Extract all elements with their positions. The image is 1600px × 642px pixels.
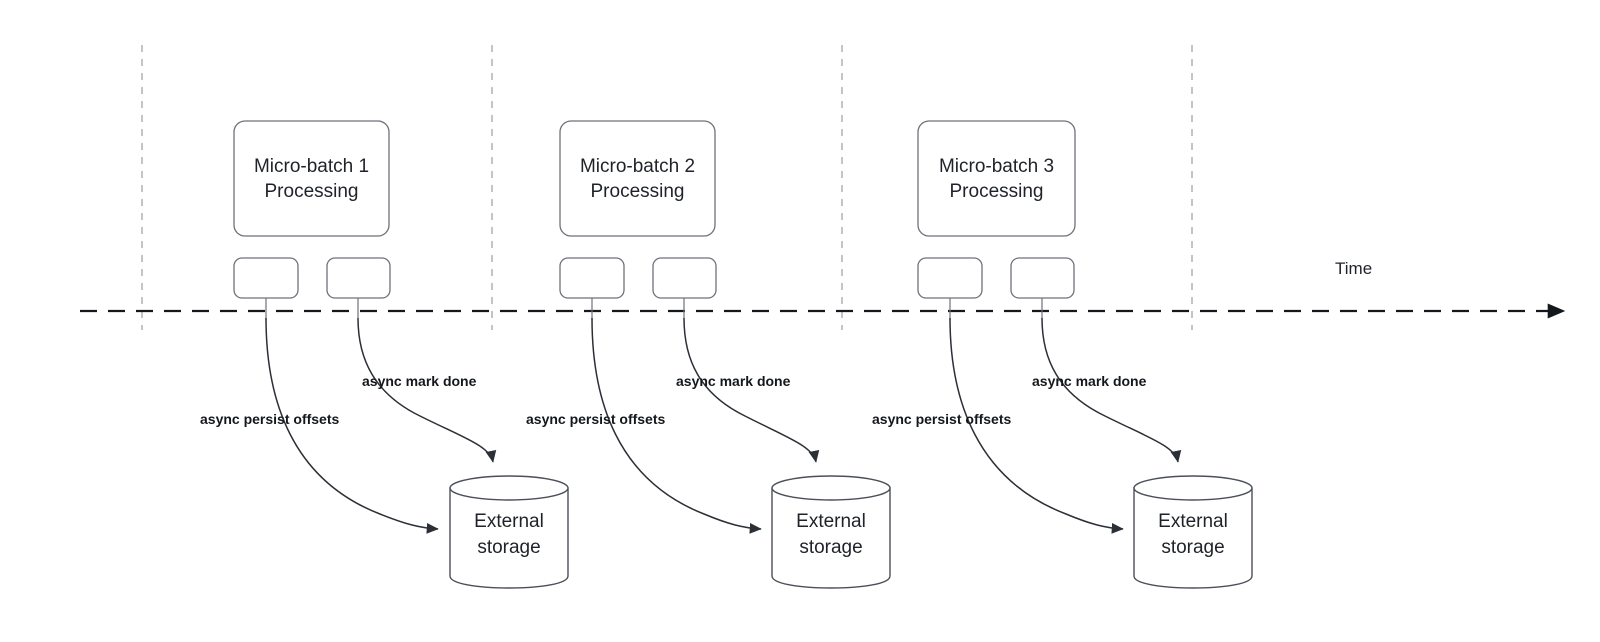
batch-group-1: Micro-batch 1 Processing async persist o… bbox=[200, 120, 569, 589]
external-storage-1-body bbox=[449, 487, 569, 589]
external-storage-2-label-line2: storage bbox=[799, 537, 862, 558]
batch-1-mark-arrow bbox=[357, 317, 497, 463]
micro-batch-1-label-line1: Micro-batch 1 bbox=[254, 156, 369, 177]
batch-2-task-box-b[interactable] bbox=[652, 257, 717, 299]
batch-group-3: Micro-batch 3 Processing async persist o… bbox=[872, 120, 1253, 589]
time-axis-label: Time bbox=[1335, 259, 1372, 278]
batch-2-mark-label: async mark done bbox=[676, 373, 791, 389]
micro-batch-3-label-line1: Micro-batch 3 bbox=[939, 156, 1054, 177]
micro-batch-1-box[interactable] bbox=[233, 120, 390, 237]
batch-1-persist-label: async persist offsets bbox=[200, 411, 339, 427]
external-storage-3[interactable]: External storage bbox=[1133, 475, 1253, 589]
external-storage-1-label-line2: storage bbox=[477, 537, 540, 558]
micro-batch-2-label-line2: Processing bbox=[591, 181, 685, 202]
external-storage-2[interactable]: External storage bbox=[771, 475, 891, 589]
external-storage-2-label-line1: External bbox=[796, 511, 866, 532]
external-storage-3-top bbox=[1133, 475, 1253, 501]
batch-2-persist-arrow bbox=[591, 317, 762, 534]
external-storage-2-top bbox=[771, 475, 891, 501]
external-storage-1-top bbox=[449, 475, 569, 501]
batch-3-task-box-a[interactable] bbox=[917, 257, 983, 299]
micro-batch-3-label-line2: Processing bbox=[950, 181, 1044, 202]
batch-1-persist-arrow bbox=[265, 317, 439, 534]
batch-1-mark-label: async mark done bbox=[362, 373, 477, 389]
guide-lines-group bbox=[141, 45, 1193, 330]
batch-1-task-box-a[interactable] bbox=[233, 257, 299, 299]
micro-batch-2-label-line1: Micro-batch 2 bbox=[580, 156, 695, 177]
external-storage-3-label-line1: External bbox=[1158, 511, 1228, 532]
micro-batch-1-label-line2: Processing bbox=[265, 181, 359, 202]
timeline-axis-group: Time bbox=[80, 259, 1566, 319]
batch-1-task-box-b[interactable] bbox=[326, 257, 391, 299]
batch-3-mark-arrow bbox=[1041, 317, 1182, 463]
batch-3-persist-label: async persist offsets bbox=[872, 411, 1011, 427]
batch-group-2: Micro-batch 2 Processing async persist o… bbox=[526, 120, 891, 589]
batch-3-persist-arrow bbox=[949, 317, 1124, 534]
batch-2-persist-label: async persist offsets bbox=[526, 411, 665, 427]
external-storage-3-label-line2: storage bbox=[1161, 537, 1224, 558]
external-storage-1[interactable]: External storage bbox=[449, 475, 569, 589]
batch-3-mark-label: async mark done bbox=[1032, 373, 1147, 389]
external-storage-2-body bbox=[771, 487, 891, 589]
micro-batch-3-box[interactable] bbox=[917, 120, 1076, 237]
micro-batch-2-box[interactable] bbox=[559, 120, 716, 237]
external-storage-1-label-line1: External bbox=[474, 511, 544, 532]
batch-2-task-box-a[interactable] bbox=[559, 257, 625, 299]
batch-2-mark-arrow bbox=[683, 317, 820, 463]
external-storage-3-body bbox=[1133, 487, 1253, 589]
batch-3-task-box-b[interactable] bbox=[1010, 257, 1075, 299]
